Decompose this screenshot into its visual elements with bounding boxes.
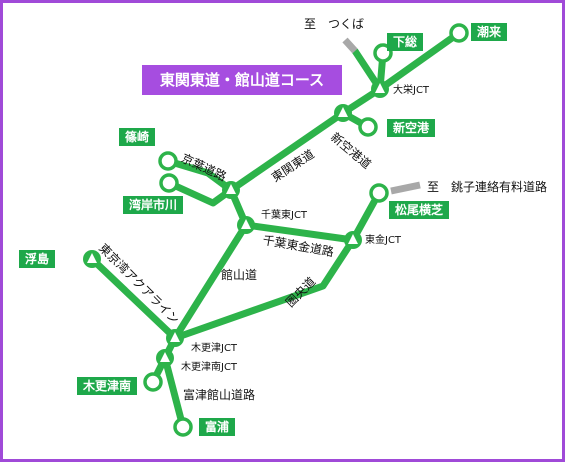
junctions [83,80,389,367]
tomitsu-line [161,354,187,431]
label-to-tsukuba: 至 つくば [304,17,365,31]
tsukuba-grey-spur [342,37,358,54]
shinkuko-jct-node [334,104,352,122]
matsuo-endpoint [369,183,389,203]
badge-wangan-ichikawa: 湾岸市川 [123,196,184,214]
label-kisarazu-minami-jct: 木更津南JCT [181,362,238,373]
tomiura-endpoint [173,417,193,437]
taiei-jct-node [371,80,389,98]
badge-shinozaki: 篠崎 [119,128,156,146]
badge-shimofusa: 下総 [387,33,424,51]
label-to-choshi: 至 銚子連絡有料道路 [427,180,548,194]
shinozaki-endpoint [158,151,178,171]
badge-tomiura: 富浦 [199,418,236,436]
route-map [83,23,469,437]
label-tomitsu-tateyama-road: 富津館山道路 [183,388,256,402]
badge-kisarazu-minami: 木更津南 [77,377,138,395]
tateyama-line [171,221,250,342]
togane-jct-node [344,231,362,249]
ukishima-node [83,250,101,268]
label-chiba-higashi-jct: 千葉東JCT [261,210,308,221]
chiba-higashi-jct-node [237,216,255,234]
kisarazu-jct-node [166,329,184,347]
label-kisarazu-jct: 木更津JCT [191,343,238,354]
shinkuko-endpoint [358,117,378,137]
keiyo-shinozaki-line [164,157,235,194]
ken-o-line [171,236,357,342]
label-togane-jct: 東金JCT [365,235,402,246]
map-title: 東関東道・館山道コース [142,65,342,95]
badge-matsuo-yokoshiba: 松尾横芝 [389,201,450,219]
badge-shinkuko: 新空港 [387,119,436,137]
label-taiei-jct: 大栄JCT [393,85,430,96]
choshi-grey-spur [390,181,421,195]
kisarazu-minami-jct-node [156,349,174,367]
badge-itako: 潮来 [471,23,508,41]
kisarazu-minami-endpoint [143,372,163,392]
wangan-ichikawa-endpoint [159,173,179,193]
chiba-togane-line [242,221,357,244]
endpoints [143,23,469,437]
aqualine-line [88,255,179,342]
itako-endpoint [449,23,469,43]
higashi-kanto-line [227,29,463,194]
label-tateyama-road: 館山道 [221,268,258,282]
keiyo-jct-node [222,181,240,199]
badge-ukishima: 浮島 [19,250,56,268]
